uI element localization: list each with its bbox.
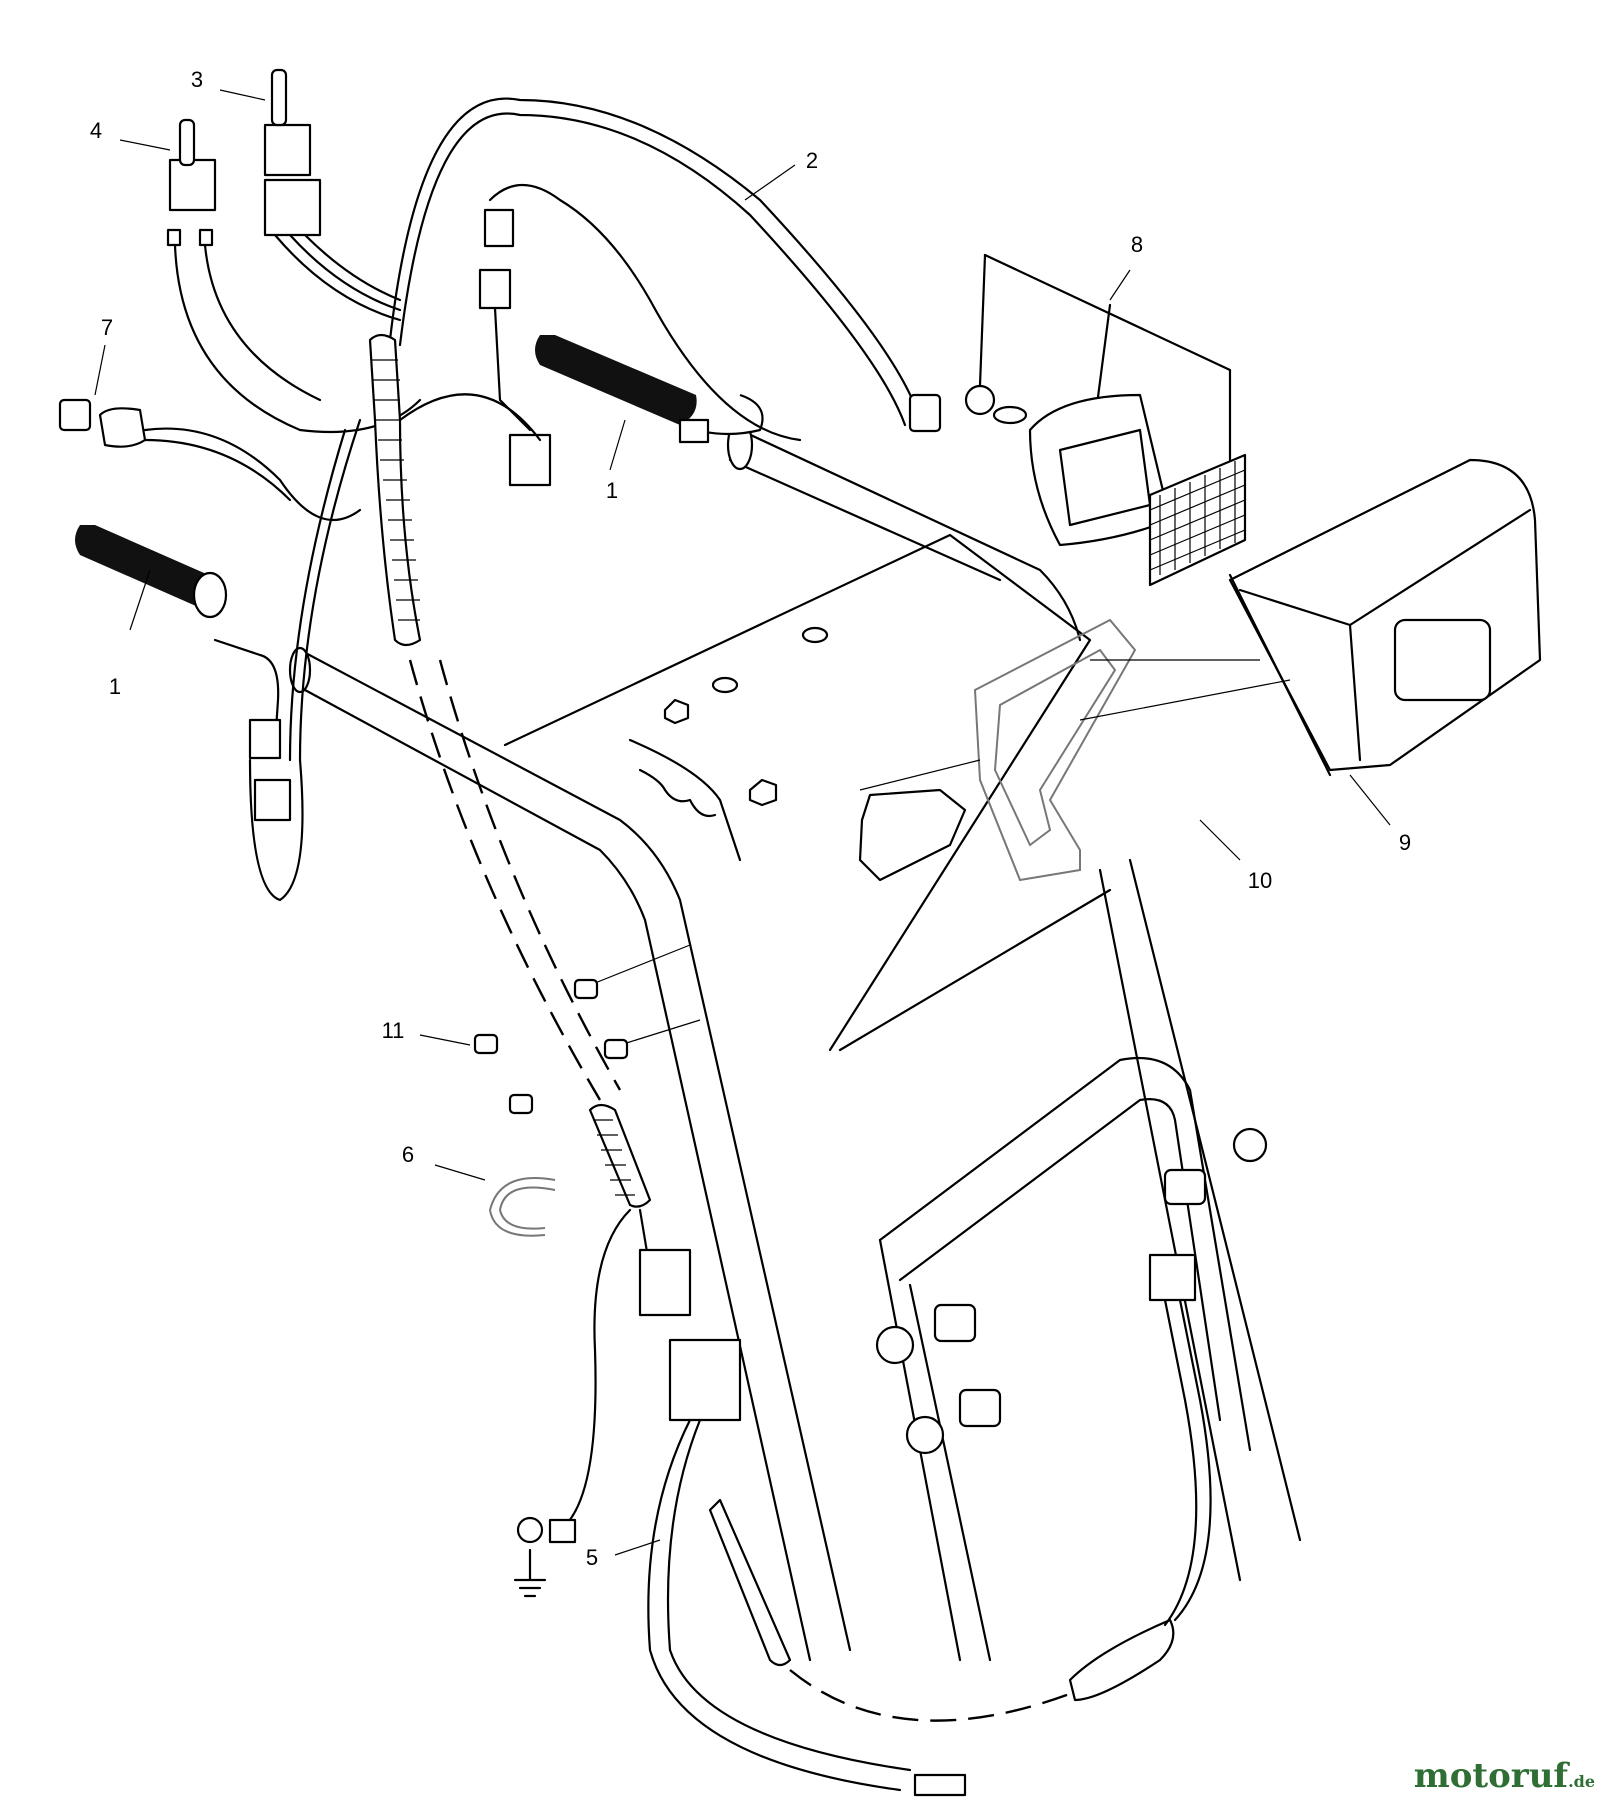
ignition-key bbox=[58, 398, 362, 522]
callout-9: 9 bbox=[1399, 830, 1411, 855]
watermark-suffix: .de bbox=[1568, 1772, 1595, 1791]
callout-10: 10 bbox=[1248, 868, 1272, 893]
callout-3: 3 bbox=[191, 67, 203, 92]
screws bbox=[473, 944, 701, 1115]
toggle-switch-3 bbox=[263, 68, 402, 322]
left-grip bbox=[75, 525, 282, 760]
right-grip bbox=[535, 335, 764, 444]
toggle-switch-4 bbox=[166, 118, 422, 434]
wire-harness bbox=[248, 97, 922, 1101]
callout-7: 7 bbox=[101, 315, 113, 340]
callout-8: 8 bbox=[1131, 232, 1143, 257]
lower-harness bbox=[513, 1103, 1212, 1797]
callout-11: 11 bbox=[382, 1018, 405, 1043]
headlight-assembly bbox=[908, 253, 1247, 587]
leader-lines bbox=[94, 89, 1391, 1556]
watermark-logo: motoruf.de bbox=[1414, 1756, 1595, 1796]
callout-4: 4 bbox=[90, 118, 102, 143]
bolt-group bbox=[875, 1127, 1268, 1455]
callout-6: 6 bbox=[402, 1142, 414, 1167]
watermark-brand: motoruf bbox=[1413, 1756, 1569, 1796]
callout-2: 2 bbox=[806, 148, 818, 173]
callout-1-right: 1 bbox=[606, 478, 618, 503]
handle-frame bbox=[288, 419, 1302, 1662]
hair-pin-clip bbox=[488, 1177, 556, 1237]
callout-5: 5 bbox=[586, 1545, 598, 1570]
callout-1-left: 1 bbox=[109, 674, 121, 699]
light-bezel bbox=[1228, 458, 1542, 777]
gasket bbox=[859, 618, 1291, 882]
